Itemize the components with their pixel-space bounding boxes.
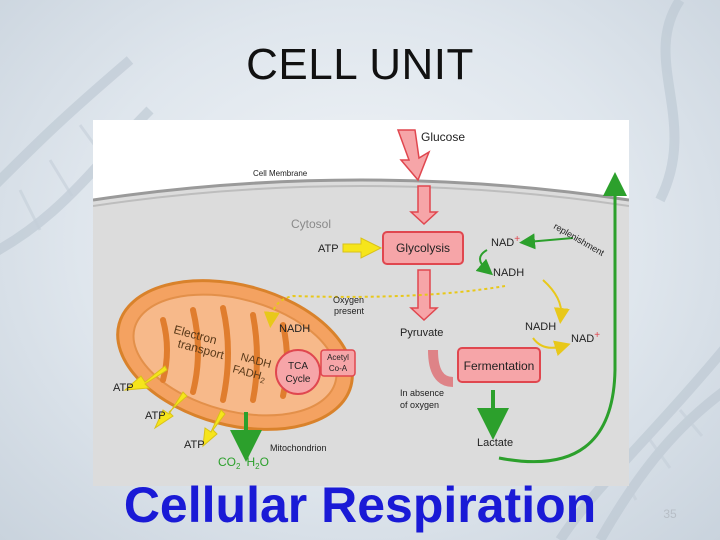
slide-number: 35	[663, 507, 677, 521]
glycolysis-input-arrow	[409, 185, 439, 226]
nadh-label-mito-entry: NADH	[279, 323, 310, 335]
tca-label-2: Cycle	[285, 374, 310, 385]
cytosol-label: Cytosol	[291, 217, 331, 231]
acetyl-label-2: Co-A	[329, 364, 348, 373]
atp-glycolysis-label: ATP	[318, 243, 339, 255]
atp-arrow-3	[202, 409, 226, 448]
absence-oxygen-label-2: of oxygen	[400, 400, 439, 410]
atp-label-mito-2: ATP	[145, 410, 166, 422]
glycolysis-box	[382, 231, 464, 265]
acetyl-coa-box	[320, 349, 356, 377]
atp-label-mito-3: ATP	[184, 439, 205, 451]
fermentation-box	[457, 347, 541, 383]
glycolysis-label: Glycolysis	[396, 241, 450, 255]
nadh-label-top: NADH	[493, 267, 524, 279]
nadh-label-fermentation: NADH	[525, 321, 556, 333]
absence-oxygen-label-1: In absence	[400, 388, 444, 398]
glucose-arrow	[396, 129, 431, 182]
slide-subtitle: Cellular Respiration	[123, 477, 597, 533]
cellular-respiration-diagram: TCA Cycle Acetyl Co-A Electron transport…	[93, 120, 629, 486]
atp-label-mito-1: ATP	[113, 382, 134, 394]
pyruvate-arrow	[409, 269, 439, 322]
acetyl-label-1: Acetyl	[327, 353, 349, 362]
glycolysis-atp-arrow	[342, 237, 383, 259]
nad-plus-label-top: NAD+	[491, 234, 520, 249]
slide-title: CELL UNIT	[246, 40, 474, 89]
oxygen-present-label-1: Oxygen	[333, 295, 364, 305]
tca-cycle-circle	[275, 349, 321, 395]
lactate-export-path	[498, 172, 627, 464]
atp-arrow-1	[123, 365, 168, 391]
tca-label-1: TCA	[288, 361, 308, 372]
cell-membrane-label: Cell Membrane	[253, 169, 308, 178]
glucose-label: Glucose	[421, 130, 465, 144]
fermentation-label: Fermentation	[464, 359, 535, 373]
lactate-label: Lactate	[477, 437, 513, 449]
oxygen-present-label-2: present	[334, 306, 365, 316]
nadh-transfer-path	[263, 285, 506, 328]
nad-plus-label-right: NAD+	[571, 330, 600, 345]
cell-membrane-line	[93, 178, 629, 202]
mitochondrion-label: Mitochondrion	[270, 443, 327, 453]
pyruvate-label: Pyruvate	[400, 327, 443, 339]
atp-arrow-2	[153, 391, 188, 430]
